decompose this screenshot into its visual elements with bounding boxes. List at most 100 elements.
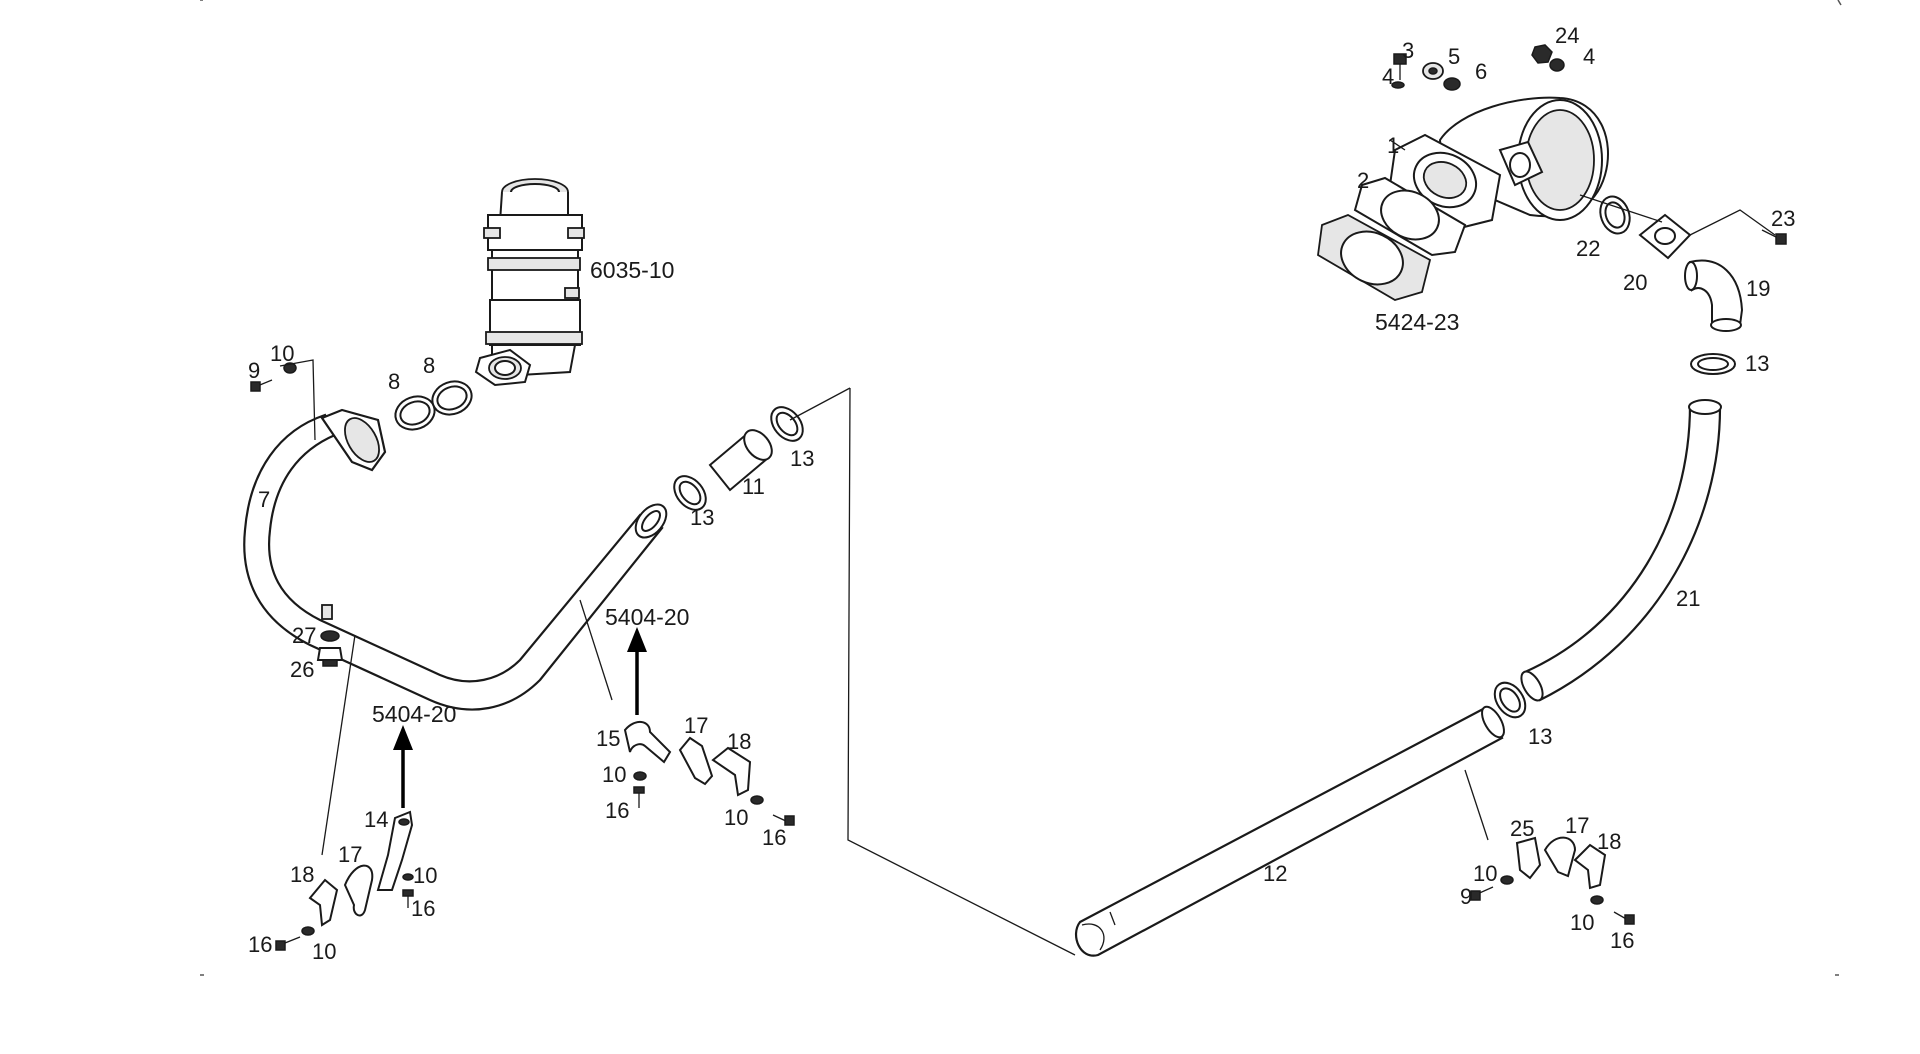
label-13-a: 13 <box>690 505 714 530</box>
bolt-3 <box>1393 53 1407 80</box>
label-6: 6 <box>1475 59 1487 84</box>
label-17-b: 17 <box>684 713 708 738</box>
leader-lines <box>279 139 1776 956</box>
bolt-16-c <box>633 786 645 808</box>
washer-10-b <box>402 873 414 881</box>
silencer-6035-10 <box>474 178 585 387</box>
label-10-c: 10 <box>312 939 336 964</box>
label-6035-10: 6035-10 <box>590 257 674 283</box>
label-21: 21 <box>1676 586 1700 611</box>
gasket-2 <box>1353 176 1467 257</box>
label-17-a: 17 <box>338 842 362 867</box>
label-24: 24 <box>1555 23 1579 48</box>
label-20: 20 <box>1623 270 1647 295</box>
label-18-b: 18 <box>727 729 751 754</box>
label-22: 22 <box>1576 236 1600 261</box>
bolt-16-a <box>402 889 414 908</box>
label-1: 1 <box>1387 133 1399 158</box>
label-10-g: 10 <box>1570 910 1594 935</box>
label-16-b: 16 <box>248 932 272 957</box>
label-11: 11 <box>742 474 765 499</box>
label-5404-20-left: 5404-20 <box>372 701 456 727</box>
bolt-9-b <box>1470 886 1494 901</box>
label-27: 27 <box>292 623 316 648</box>
flange-5424-23 <box>1317 214 1432 301</box>
label-4-a: 4 <box>1382 64 1394 89</box>
label-7: 7 <box>258 487 270 512</box>
sleeve-11 <box>708 429 773 492</box>
clamp-17-a <box>343 864 374 917</box>
bracket-25 <box>1515 836 1542 880</box>
label-8-b: 8 <box>423 353 435 378</box>
label-16-c: 16 <box>605 798 629 823</box>
bolt-9-a <box>250 379 273 392</box>
label-3: 3 <box>1402 38 1414 63</box>
clamp-18-b <box>711 746 752 797</box>
nut-24 <box>1531 44 1553 64</box>
label-13-b: 13 <box>790 446 814 471</box>
label-14: 14 <box>364 807 388 832</box>
label-26: 26 <box>290 657 314 682</box>
label-23: 23 <box>1771 206 1795 231</box>
bolt-16-e <box>1613 911 1635 925</box>
hose-clamp-13-a <box>673 475 707 511</box>
washer-4-a <box>1391 81 1405 89</box>
label-16-a: 16 <box>411 896 435 921</box>
hose-clamp-13-b <box>770 406 804 442</box>
elbow-19 <box>1684 259 1744 332</box>
label-18-a: 18 <box>290 862 314 887</box>
label-12: 12 <box>1263 861 1287 886</box>
gasket-8-b-inner <box>436 385 468 411</box>
bracket-14 <box>376 810 414 891</box>
label-19: 19 <box>1746 276 1770 301</box>
label-10-d: 10 <box>602 762 626 787</box>
exhaust-pipe-21 <box>1520 399 1722 702</box>
washer-4-b <box>1549 58 1565 72</box>
washer-10-c <box>301 926 315 936</box>
washer-10-g <box>1590 895 1604 905</box>
crop-marks <box>200 0 1842 976</box>
label-2: 2 <box>1357 168 1369 193</box>
washer-10-f <box>1500 875 1514 885</box>
label-5404-20-middle: 5404-20 <box>605 604 689 630</box>
plug-26 <box>316 647 344 667</box>
label-17-c: 17 <box>1565 813 1589 838</box>
label-10-e: 10 <box>724 805 748 830</box>
washer-10-a <box>283 362 297 374</box>
washer-10-e <box>750 795 764 805</box>
washer-27 <box>320 630 340 642</box>
label-10-b: 10 <box>413 863 437 888</box>
hose-clamp-13-d <box>1690 353 1736 375</box>
bolt-23 <box>1761 229 1787 245</box>
label-13-d: 13 <box>1745 351 1769 376</box>
exhaust-pipe-7 <box>243 408 668 711</box>
label-10-f: 10 <box>1473 861 1497 886</box>
bolt-16-d <box>772 814 795 826</box>
label-16-e: 16 <box>1610 928 1634 953</box>
clamp-18-c <box>1573 843 1607 890</box>
label-18-c: 18 <box>1597 829 1621 854</box>
label-10-a: 10 <box>270 341 294 366</box>
clamp-17-c <box>1543 836 1577 878</box>
clamp-18-a <box>308 878 339 927</box>
label-16-d: 16 <box>762 825 786 850</box>
flange-20 <box>1638 213 1692 260</box>
washer-10-d <box>633 771 647 781</box>
hose-clamp-13-c <box>1493 681 1527 719</box>
label-5424-23: 5424-23 <box>1375 309 1459 335</box>
label-8-a: 8 <box>388 369 400 394</box>
label-25: 25 <box>1510 816 1534 841</box>
bolt-16-b <box>275 936 301 951</box>
gasket-8-a-inner <box>399 400 431 426</box>
label-13-c: 13 <box>1528 724 1552 749</box>
label-15: 15 <box>596 726 620 751</box>
reference-arrow-left <box>393 725 413 808</box>
washer-6 <box>1443 77 1461 91</box>
label-9-a: 9 <box>248 358 260 383</box>
label-4-b: 4 <box>1583 44 1595 69</box>
fitting-5 <box>1422 62 1444 80</box>
reference-arrow-middle <box>627 627 647 715</box>
elbow-housing-1 <box>1388 96 1609 230</box>
part-labels: 6035-10 5424-23 5404-20 5404-20 1 2 3 4 … <box>248 23 1795 964</box>
